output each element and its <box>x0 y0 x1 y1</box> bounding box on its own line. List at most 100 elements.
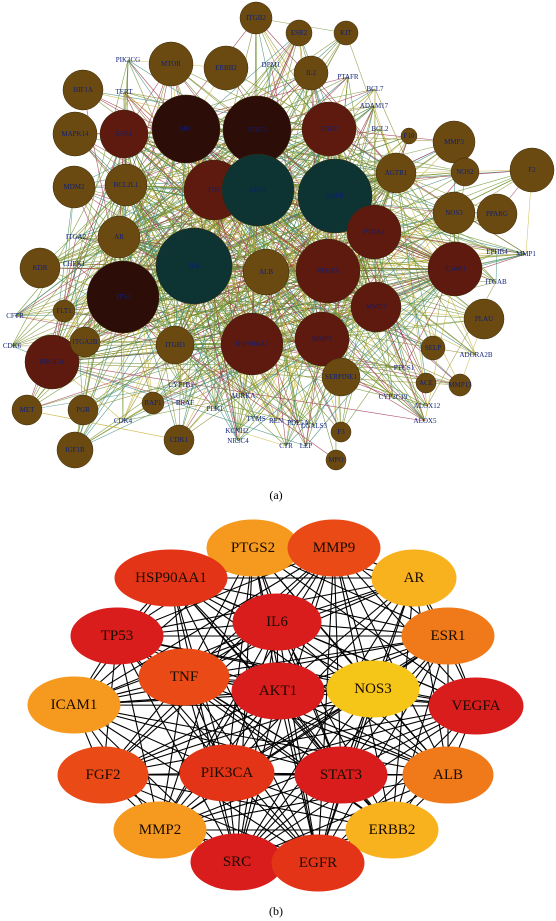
network-edge <box>257 189 337 461</box>
node-label: PTGS1 <box>394 364 415 372</box>
network-edge <box>276 621 319 864</box>
node-ellipse <box>57 746 149 804</box>
node-label: F3 <box>337 428 345 436</box>
node-ar: AR <box>371 549 457 607</box>
node-label: ESR1 <box>116 130 133 138</box>
node-akt1: AKT1 <box>231 662 325 720</box>
node-ellipse <box>345 801 439 859</box>
node-erbb2: ERBB2 <box>345 801 439 859</box>
node-circle <box>67 394 99 426</box>
network-edge <box>73 186 267 273</box>
node-circle <box>350 281 402 333</box>
network-edge <box>14 184 127 317</box>
network-edge <box>73 704 238 863</box>
node-label: ICAM1 <box>444 265 466 273</box>
node-esr2: ESR2 <box>285 19 313 47</box>
node-nos3: NOS3 <box>326 660 420 718</box>
node-circle <box>448 373 472 397</box>
node-circle <box>155 227 233 305</box>
node-label: PPARG <box>486 210 508 218</box>
node-label: IL6 <box>189 262 200 270</box>
node-stat3: STAT3 <box>294 746 388 804</box>
node-circle <box>463 298 505 340</box>
node-label: ALB <box>259 268 273 276</box>
node-label: CDK4 <box>114 417 133 425</box>
node-label: AURKA <box>231 392 256 400</box>
node-label: KIT <box>340 29 352 37</box>
node-label: MMP2 <box>366 303 386 311</box>
node-ellipse <box>428 677 524 735</box>
node-mtor: MTOR <box>148 41 194 87</box>
node-itgb2: ITGB2 <box>239 1 273 35</box>
node-mmp1: MMP1 <box>516 250 536 258</box>
node-itga2b: ITGA2B <box>69 326 101 358</box>
node-pde5a: PDE5A <box>287 419 309 427</box>
node-label: CTR <box>279 442 293 450</box>
node-bcl2l1: BCL2L1 <box>104 163 148 207</box>
node-label: PTGS2 <box>364 228 385 236</box>
network-edge <box>252 547 342 776</box>
node-circle <box>301 101 357 157</box>
network-edge <box>174 344 287 447</box>
network-edge <box>73 704 342 776</box>
network-edge <box>170 577 238 863</box>
network-edge <box>285 422 299 447</box>
node-ellipse <box>232 593 322 651</box>
node-tp53: TP53 <box>86 260 160 334</box>
node-kdr: KDR <box>19 247 61 289</box>
node-plk1: PLK1 <box>207 405 224 413</box>
network-edge <box>317 635 449 864</box>
node-adora2b: ADORA2B <box>459 351 492 359</box>
node-nos3: NOS3 <box>432 191 476 235</box>
network-edge <box>413 577 449 776</box>
network-edge <box>183 676 393 831</box>
node-label: MMP1 <box>516 250 536 258</box>
node-circle <box>325 449 347 471</box>
node-mmp2: MMP2 <box>113 801 207 859</box>
node-mmp9: MMP9 <box>287 519 381 577</box>
node-ellipse <box>179 744 275 802</box>
node-label: TP53 <box>115 293 131 301</box>
node-circle <box>97 215 141 259</box>
node-circle <box>24 334 80 390</box>
node-serpine1: SERPINE1 <box>321 357 361 397</box>
node-nos2: NOS2 <box>450 157 480 187</box>
node-label: TNF <box>170 669 198 685</box>
node-label: MMP9 <box>313 540 356 556</box>
node-circle <box>220 312 284 376</box>
node-label: MMP13 <box>448 381 472 389</box>
node-label: TERT <box>115 88 133 96</box>
node-vegfa: VEGFA <box>428 677 524 735</box>
node-ephb4: EPHB4 <box>486 248 508 256</box>
node-label: NR3C4 <box>227 437 249 445</box>
network-edge <box>265 271 307 447</box>
node-label: BCL2L1 <box>114 181 139 189</box>
node-alox12: ALOX12 <box>414 402 441 410</box>
node-circle <box>375 152 417 194</box>
node-erbb2: ERBB2 <box>203 45 249 91</box>
node-circle <box>295 238 361 304</box>
node-circle <box>155 325 195 365</box>
node-circle <box>293 55 329 91</box>
node-ace: ACE <box>415 372 437 394</box>
node-label: TP53 <box>101 628 134 644</box>
node-label: MMP9 <box>312 335 332 343</box>
network-edge <box>257 189 477 356</box>
node-label: BCL7 <box>366 85 384 93</box>
node-igf1r: IGF1R <box>56 431 94 469</box>
node-circle <box>427 241 483 297</box>
node-lgals3: LGALS3 <box>301 422 328 430</box>
node-label: SELP <box>425 344 441 352</box>
network-edge <box>51 361 426 422</box>
node-nr3c4: NR3C4 <box>227 437 249 445</box>
node-label: EGFR <box>326 192 344 200</box>
network-edge <box>26 409 180 441</box>
network-edge <box>122 268 456 422</box>
node-label: PTGS2 <box>231 540 275 556</box>
network-edge <box>159 621 278 831</box>
node-label: ADAM17 <box>360 102 389 110</box>
network-edge <box>317 577 415 864</box>
